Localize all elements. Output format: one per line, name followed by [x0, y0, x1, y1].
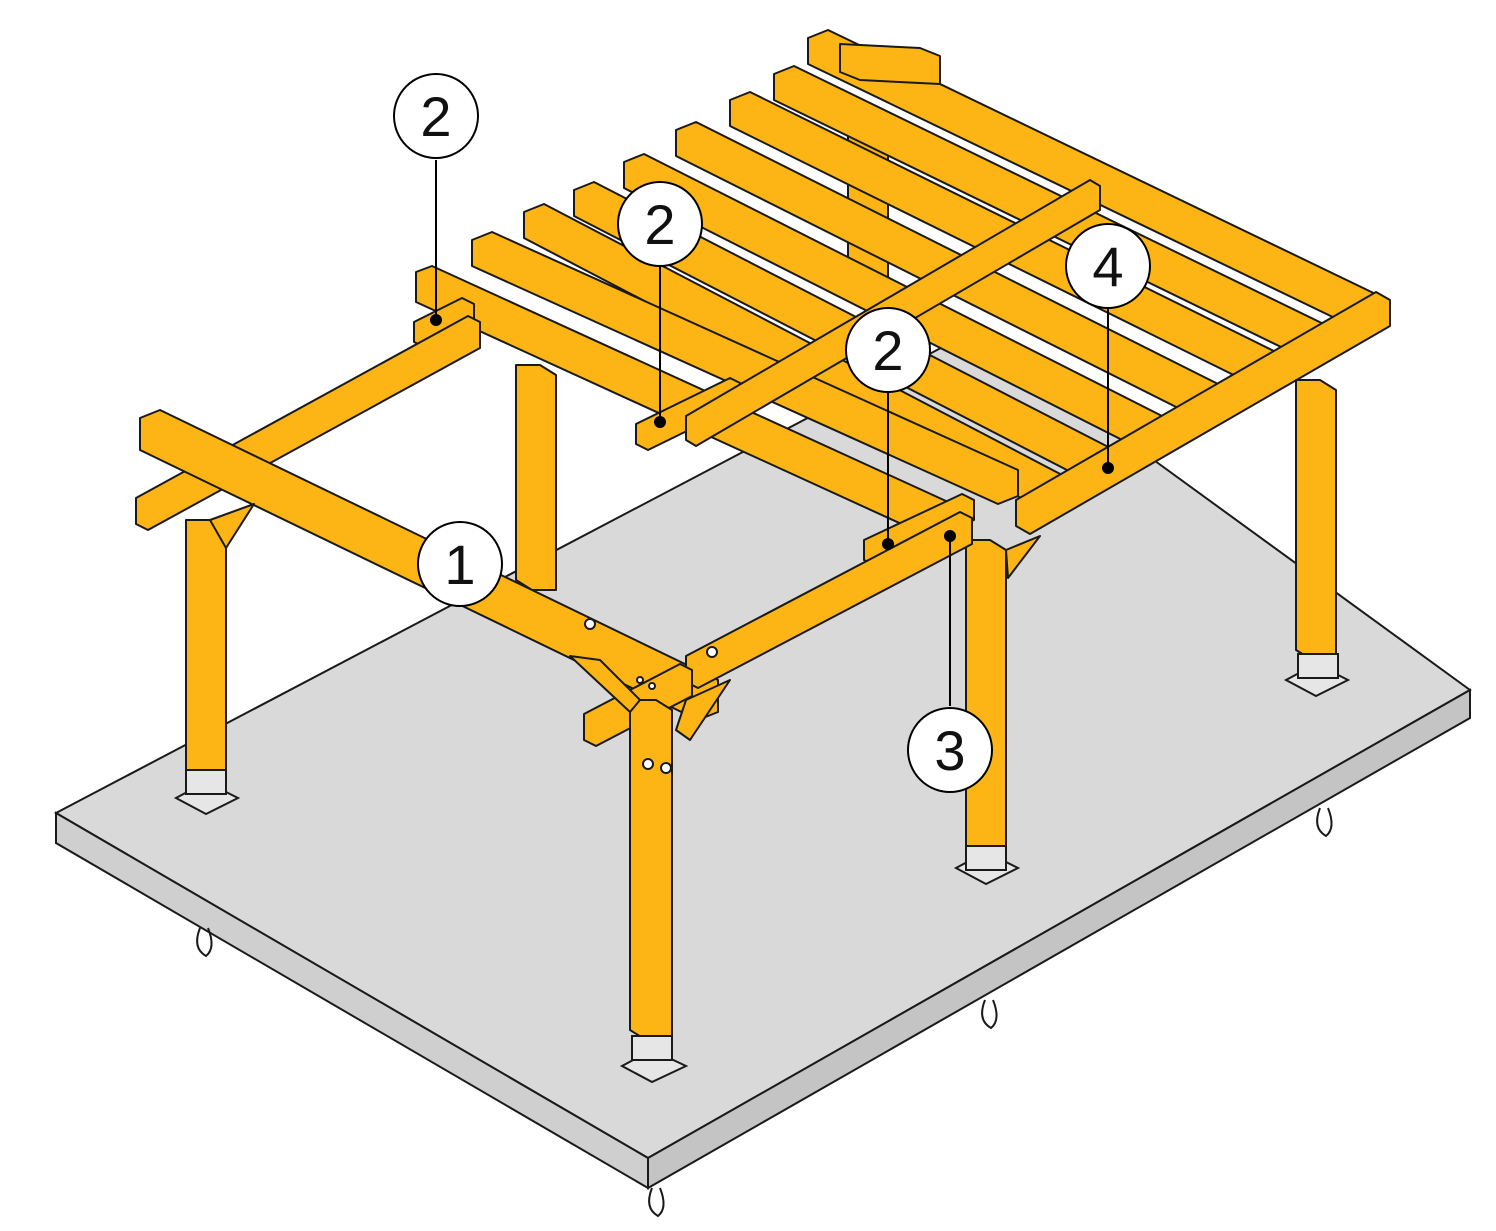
post-back-left [515, 364, 557, 591]
leader-dot [944, 530, 956, 542]
leader-dot [882, 538, 894, 550]
callout-4: 4 [1065, 223, 1151, 309]
leader-dot [430, 314, 442, 326]
bolt [706, 646, 718, 658]
leader-lines [430, 160, 1114, 706]
brace [1005, 535, 1041, 579]
base-bracket [185, 769, 227, 795]
bolt [648, 682, 656, 690]
callout-2-right: 2 [845, 307, 931, 393]
callout-label: 4 [1092, 235, 1123, 298]
rafter [471, 231, 1019, 505]
brace [209, 503, 255, 549]
callout-2-middle: 2 [617, 181, 703, 267]
slab-right-edge [647, 688, 1471, 1190]
brace [569, 655, 641, 713]
callouts: 2 2 2 4 1 3 [393, 73, 1151, 793]
bolt [636, 676, 644, 684]
callout-1: 1 [417, 521, 503, 607]
post-front-corner [629, 699, 673, 1041]
bolts [584, 618, 718, 774]
callout-label: 1 [444, 533, 475, 596]
bolt [660, 762, 672, 774]
slab-anchors [196, 807, 1333, 1218]
bolt [584, 618, 596, 630]
post-base-plates [173, 653, 1351, 1084]
leader-dot [1102, 462, 1114, 474]
brace [675, 679, 731, 741]
bolt [642, 758, 654, 770]
concrete-slab [53, 328, 1472, 1218]
callout-label: 2 [420, 85, 451, 148]
callout-3: 3 [907, 707, 993, 793]
post-front-right [965, 539, 1007, 861]
leader-dot [654, 416, 666, 428]
callout-2-left: 2 [393, 73, 479, 159]
roof-rafters [471, 29, 1389, 511]
callout-label: 3 [934, 719, 965, 782]
base-bracket [965, 845, 1007, 871]
callout-label: 2 [872, 319, 903, 382]
post-front-left [185, 519, 227, 781]
beam-back [839, 43, 941, 85]
post-far-right [1295, 379, 1337, 661]
callout-label: 2 [644, 193, 675, 256]
base-bracket [631, 1035, 673, 1061]
base-bracket [1297, 653, 1339, 679]
